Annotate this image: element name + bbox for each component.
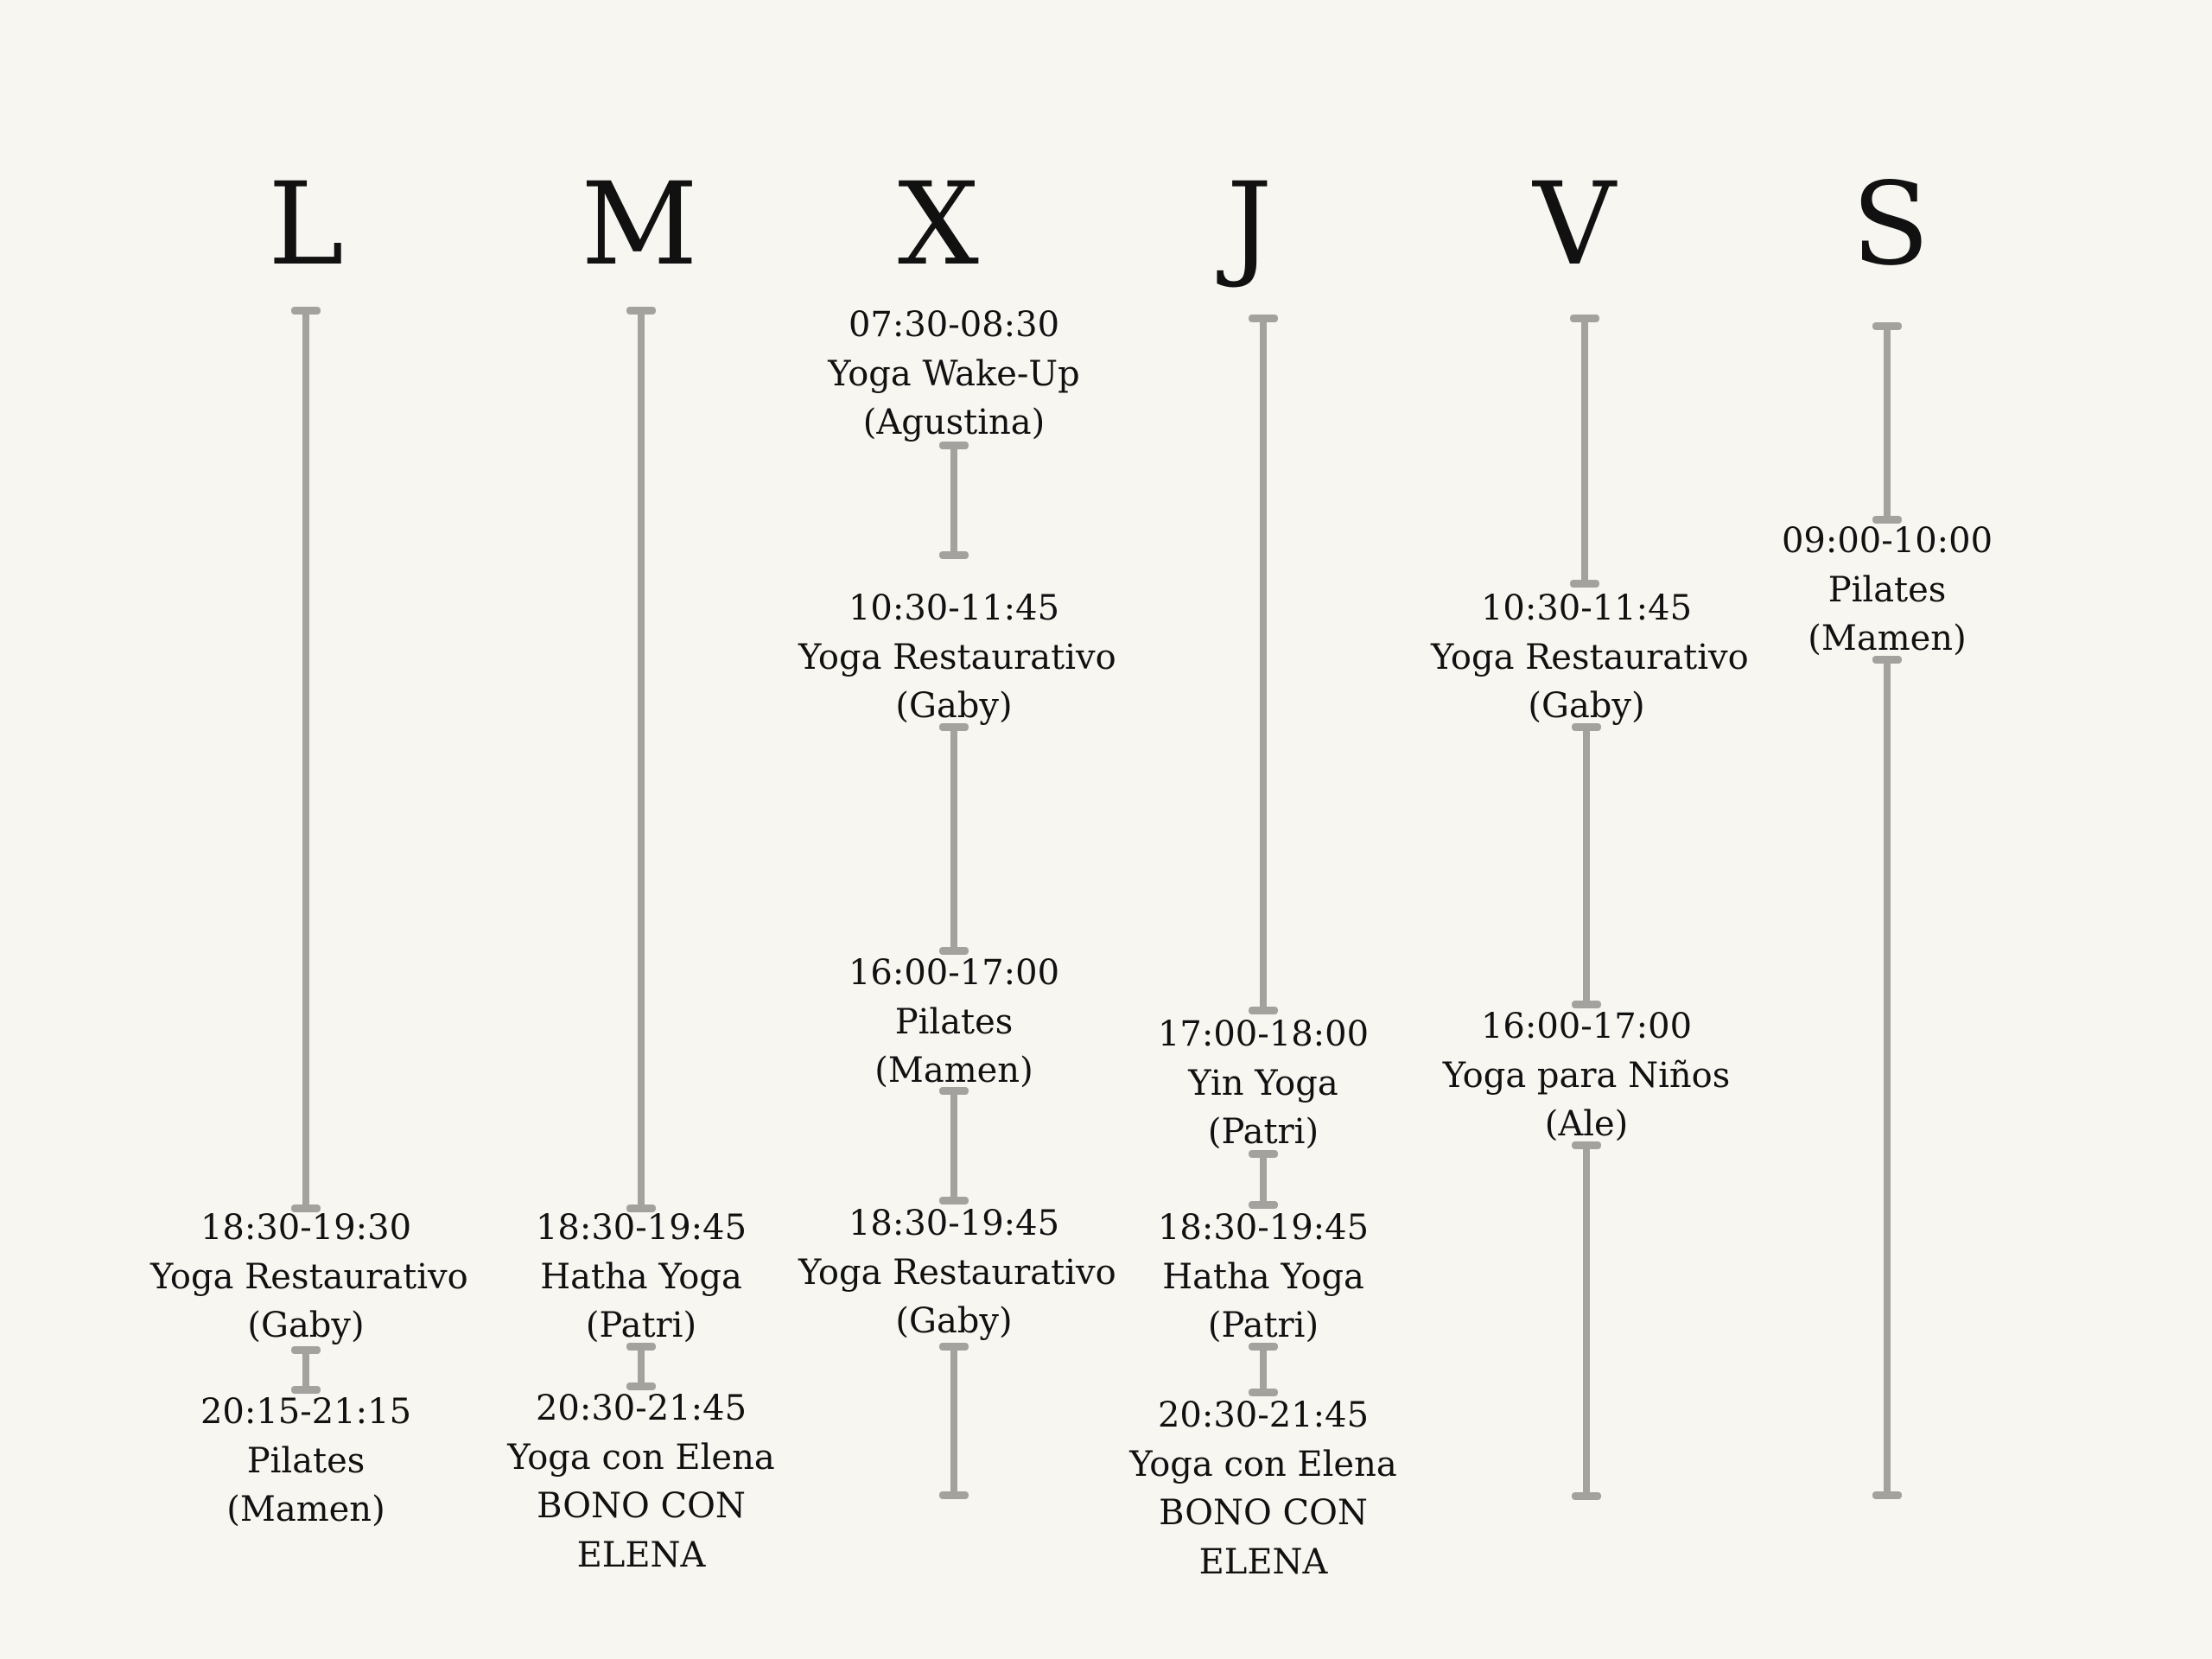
class-time: 18:30-19:45 xyxy=(535,1208,747,1248)
class-note: BONO CON xyxy=(537,1486,746,1526)
class-time: 20:30-21:45 xyxy=(535,1389,747,1428)
class-teacher: (Patri) xyxy=(1207,1306,1319,1345)
class-teacher: (Mamen) xyxy=(1808,619,1967,658)
timeline-bar xyxy=(291,307,321,1212)
class-time: 10:30-11:45 xyxy=(848,588,1060,628)
class-block: 10:30-11:45 Yoga Restaurativo (Gaby) xyxy=(1431,584,1749,731)
class-block: 18:30-19:30 Yoga Restaurativo (Gaby) xyxy=(150,1204,468,1351)
class-block: 17:00-18:00 Yin Yoga (Patri) xyxy=(1108,1010,1419,1157)
class-name: Yoga Restaurativo xyxy=(150,1256,468,1297)
class-name: Hatha Yoga xyxy=(1162,1256,1364,1297)
timeline-bar xyxy=(939,1343,969,1499)
class-name: Yoga para Niños xyxy=(1442,1055,1731,1096)
class-time: 17:00-18:00 xyxy=(1157,1014,1370,1054)
class-block: 16:00-17:00 Pilates (Mamen) xyxy=(798,949,1109,1096)
day-header-viernes: V xyxy=(1533,158,1616,291)
day-header-lunes: L xyxy=(268,158,344,291)
class-name: Yoga Wake-Up xyxy=(828,353,1080,394)
class-time: 16:00-17:00 xyxy=(1480,1007,1693,1046)
class-name: Yoga con Elena xyxy=(507,1437,775,1478)
class-time: 07:30-08:30 xyxy=(848,305,1060,345)
class-name: Pilates xyxy=(246,1440,365,1481)
class-teacher: (Gaby) xyxy=(895,686,1013,726)
class-block: 10:30-11:45 Yoga Restaurativo (Gaby) xyxy=(798,584,1116,731)
class-time: 10:30-11:45 xyxy=(1480,588,1693,628)
day-header-martes: M xyxy=(581,158,698,291)
timeline-bar xyxy=(939,723,969,955)
class-block: 20:30-21:45 Yoga con Elena BONO CON ELEN… xyxy=(486,1384,797,1580)
class-time: 20:30-21:45 xyxy=(1157,1395,1370,1435)
class-block: 18:30-19:45 Hatha Yoga (Patri) xyxy=(486,1204,797,1351)
class-note: ELENA xyxy=(1198,1541,1328,1582)
class-block: 18:30-19:45 Yoga Restaurativo (Gaby) xyxy=(798,1199,1116,1346)
class-teacher: (Gaby) xyxy=(1528,686,1645,726)
class-time: 18:30-19:45 xyxy=(1157,1208,1370,1248)
day-header-jueves: J xyxy=(1226,158,1273,291)
class-teacher: (Mamen) xyxy=(226,1490,385,1529)
timeline-bar xyxy=(1249,315,1278,1014)
timeline-bar xyxy=(939,1087,969,1205)
class-teacher: (Gaby) xyxy=(895,1301,1013,1341)
class-name: Yoga con Elena xyxy=(1129,1444,1397,1484)
timeline-bar xyxy=(626,1343,656,1390)
class-name: Yoga Restaurativo xyxy=(1431,637,1749,677)
class-note: ELENA xyxy=(576,1535,706,1575)
timeline-bar xyxy=(1872,322,1902,524)
class-name: Pilates xyxy=(894,1001,1014,1042)
class-block: 20:15-21:15 Pilates (Mamen) xyxy=(150,1388,461,1535)
class-block: 07:30-08:30 Yoga Wake-Up (Agustina) xyxy=(798,301,1109,448)
class-teacher: (Patri) xyxy=(1207,1112,1319,1152)
timeline-bar xyxy=(1570,315,1599,588)
timeline-bar xyxy=(1572,1141,1601,1500)
class-name: Hatha Yoga xyxy=(540,1256,742,1297)
day-header-sabado: S xyxy=(1851,158,1930,291)
class-name: Pilates xyxy=(1827,569,1947,610)
class-block: 09:00-10:00 Pilates (Mamen) xyxy=(1732,517,2043,664)
class-time: 16:00-17:00 xyxy=(848,953,1060,993)
day-header-miercoles: X xyxy=(898,158,979,291)
timeline-bar xyxy=(1872,656,1902,1499)
class-block: 16:00-17:00 Yoga para Niños (Ale) xyxy=(1431,1002,1742,1149)
timeline-bar xyxy=(1249,1343,1278,1396)
timeline-bar xyxy=(291,1346,321,1394)
class-teacher: (Patri) xyxy=(585,1306,697,1345)
class-name: Yoga Restaurativo xyxy=(798,1252,1116,1293)
class-teacher: (Agustina) xyxy=(862,403,1046,442)
class-time: 18:30-19:30 xyxy=(200,1208,412,1248)
class-block: 20:30-21:45 Yoga con Elena BONO CON ELEN… xyxy=(1108,1391,1419,1586)
class-teacher: (Gaby) xyxy=(247,1306,365,1345)
timeline-bar xyxy=(626,307,656,1212)
timeline-bar xyxy=(939,442,969,559)
class-teacher: (Ale) xyxy=(1544,1104,1629,1144)
class-time: 09:00-10:00 xyxy=(1781,521,1993,561)
class-block: 18:30-19:45 Hatha Yoga (Patri) xyxy=(1108,1204,1419,1351)
class-note: BONO CON xyxy=(1159,1493,1368,1533)
class-time: 20:15-21:15 xyxy=(200,1392,412,1432)
class-time: 18:30-19:45 xyxy=(848,1204,1060,1243)
class-name: Yin Yoga xyxy=(1188,1063,1338,1103)
timeline-bar xyxy=(1572,723,1601,1008)
class-name: Yoga Restaurativo xyxy=(798,637,1116,677)
class-teacher: (Mamen) xyxy=(874,1051,1033,1090)
timeline-bar xyxy=(1249,1150,1278,1209)
